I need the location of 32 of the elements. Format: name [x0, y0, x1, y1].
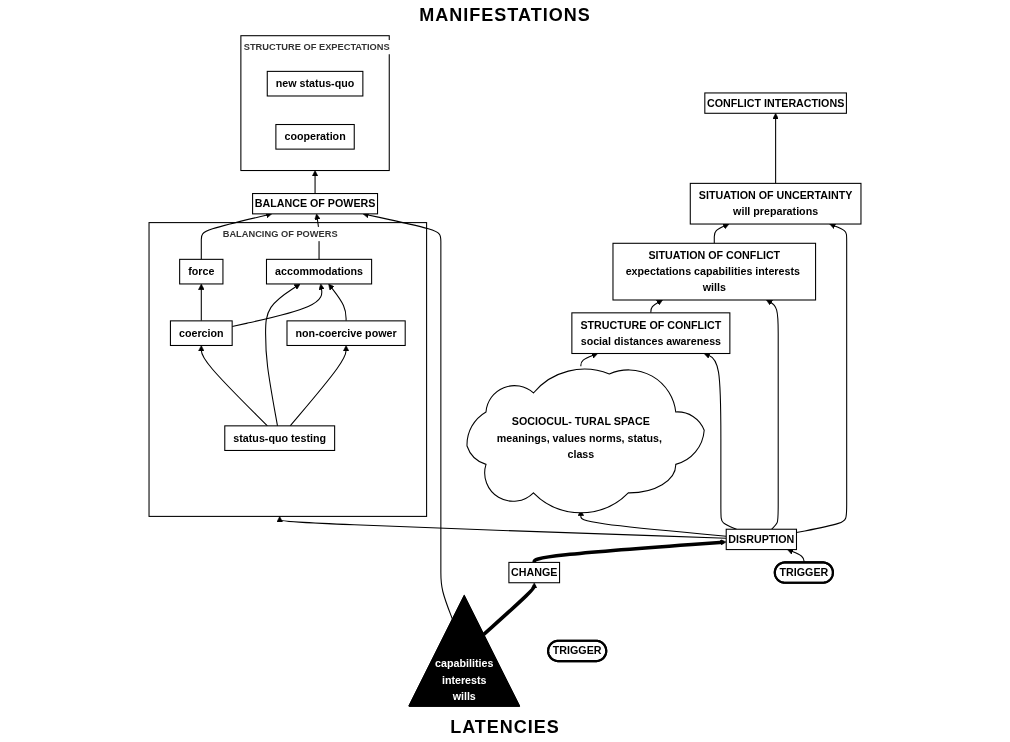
arrow: [713, 223, 730, 244]
node-box: BALANCE OF POWERS: [252, 193, 379, 215]
node-box: cooperation: [275, 124, 355, 150]
node-box: CHANGE: [508, 561, 561, 584]
arrow: [265, 283, 301, 427]
node-box: STRUCTURE OF CONFLICT social distances awareness: [571, 312, 731, 355]
arrow: [311, 170, 319, 195]
arrow: [289, 345, 350, 427]
section-label: LATENCIES: [450, 716, 560, 738]
arrow: [772, 113, 779, 184]
arrow: [482, 582, 538, 636]
arrow: [276, 516, 727, 539]
arrow: [532, 539, 727, 564]
node-box: SITUATION OF CONFLICT expectations capabilities interests wills: [612, 242, 817, 301]
arrow: [200, 212, 273, 260]
arrow: [580, 352, 598, 367]
arrow: [766, 299, 779, 530]
arrow: [198, 345, 268, 427]
section-label: MANIFESTATIONS: [419, 4, 591, 26]
arrow: [328, 283, 347, 322]
arrow: [650, 299, 663, 314]
arrow: [703, 352, 738, 530]
node-box: status-quo testing: [224, 425, 336, 451]
node-box: accommodations: [265, 258, 373, 285]
node-box: new status-quo: [266, 70, 364, 97]
node-box: CONFLICT INTERACTIONS: [704, 92, 847, 114]
node-box: DISRUPTION: [725, 528, 798, 551]
node-box: SITUATION OF UNCERTAINTY will preparations: [689, 182, 862, 225]
node-box: non-coercive power: [286, 320, 406, 346]
node-box: coercion: [169, 320, 233, 346]
arrow: [198, 283, 205, 322]
node-box: force: [179, 258, 224, 285]
